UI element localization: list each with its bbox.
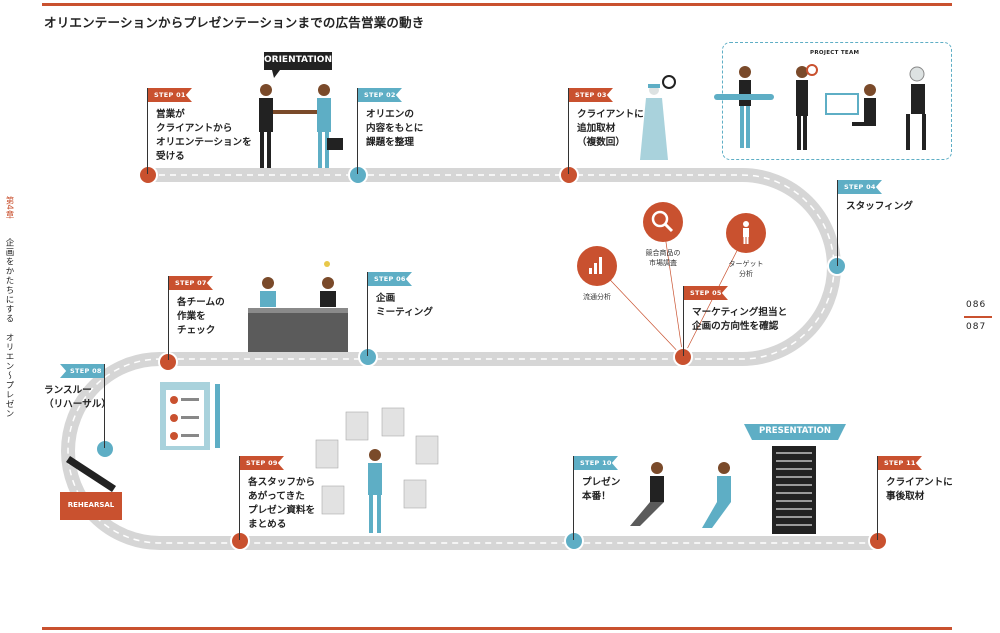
step01-pole <box>147 88 148 174</box>
step05-text: マーケティング担当と企画の方向性を確認 <box>692 307 788 332</box>
orientation-banner: ORIENTATION <box>264 55 332 65</box>
detective-figure <box>640 75 676 160</box>
rehearsal-label: REHEARSAL <box>67 501 115 509</box>
project-team-figures <box>714 64 926 150</box>
clapperboard-icon <box>60 456 122 520</box>
step02-pole <box>357 88 358 174</box>
page-title: オリエンテーションからプレゼンテーションまでの広告営業の動き <box>44 15 425 30</box>
orientation-sign <box>264 52 332 70</box>
step03-pole <box>568 88 569 174</box>
step04-pole <box>837 180 838 266</box>
chapter-title: 企画をかたちにする オリエン～プレゼン <box>4 238 14 419</box>
road-nodes <box>95 165 888 551</box>
step09-flag: STEP 09 <box>240 456 284 470</box>
presentation-banner: PRESENTATION <box>759 426 831 436</box>
step02-text: オリエンの内容をもとに課題を整理 <box>366 109 424 148</box>
step01-text: 営業がクライアントからオリエンテーションを受ける <box>156 109 252 162</box>
step01-flag: STEP 01 <box>148 88 192 102</box>
step05-flag: STEP 05 <box>684 286 728 300</box>
step10-pole <box>573 456 574 540</box>
step04-text: スタッフィング <box>846 201 913 212</box>
page-number-right: 087 <box>966 322 987 332</box>
project-team-label: PROJECT TEAM <box>810 50 860 56</box>
step02-flag: STEP 02 <box>358 88 402 102</box>
step10-text: プレゼン本番！ <box>582 477 621 502</box>
top-rule <box>42 3 952 6</box>
checklist-clipboard <box>160 382 220 450</box>
office-building <box>772 446 816 534</box>
presentation-ribbon <box>744 424 846 440</box>
step06-text: 企画ミーティング <box>376 293 433 318</box>
bottom-rule <box>42 627 952 630</box>
step03-flag: STEP 03 <box>569 88 613 102</box>
presenter-figure <box>368 449 382 533</box>
step09-text: 各スタッフからあがってきたプレゼン資料をまとめる <box>248 477 316 530</box>
research-label-target: ターゲット分析 <box>728 260 764 278</box>
step05-pole <box>683 286 684 356</box>
step07-text: 各チームの作業をチェック <box>177 297 225 336</box>
magnifier-icon <box>643 202 683 242</box>
step06-flag: STEP 06 <box>368 272 412 286</box>
step07-pole <box>168 276 169 360</box>
handshake-figures <box>259 84 343 168</box>
step08-flag: STEP 08 <box>60 364 104 378</box>
step11-text: クライアントに事後取材 <box>886 477 953 502</box>
person-icon <box>726 213 766 253</box>
page-number-left: 086 <box>966 300 987 310</box>
step08-pole <box>104 364 105 448</box>
chapter-label: 第4章 <box>4 196 14 219</box>
step09-pole <box>239 456 240 540</box>
research-label-competitor: 競合商品の市場調査 <box>645 249 681 267</box>
step10-flag: STEP 10 <box>574 456 618 470</box>
meeting-desk <box>248 261 348 352</box>
step03-text: クライアントに追加取材（複数回） <box>577 109 644 148</box>
step08-text: ランスルー（リハーサル） <box>44 385 111 410</box>
step07-flag: STEP 07 <box>169 276 213 290</box>
step11-pole <box>877 456 878 540</box>
page-number-divider <box>964 316 992 318</box>
project-team-box <box>722 42 952 160</box>
step06-pole <box>367 272 368 356</box>
bar-chart-icon <box>577 246 617 286</box>
documents-figure <box>315 407 439 515</box>
step04-flag: STEP 04 <box>838 180 882 194</box>
step11-flag: STEP 11 <box>878 456 922 470</box>
research-label-distribution: 流通分析 <box>583 293 611 301</box>
runner-figures <box>630 462 731 528</box>
